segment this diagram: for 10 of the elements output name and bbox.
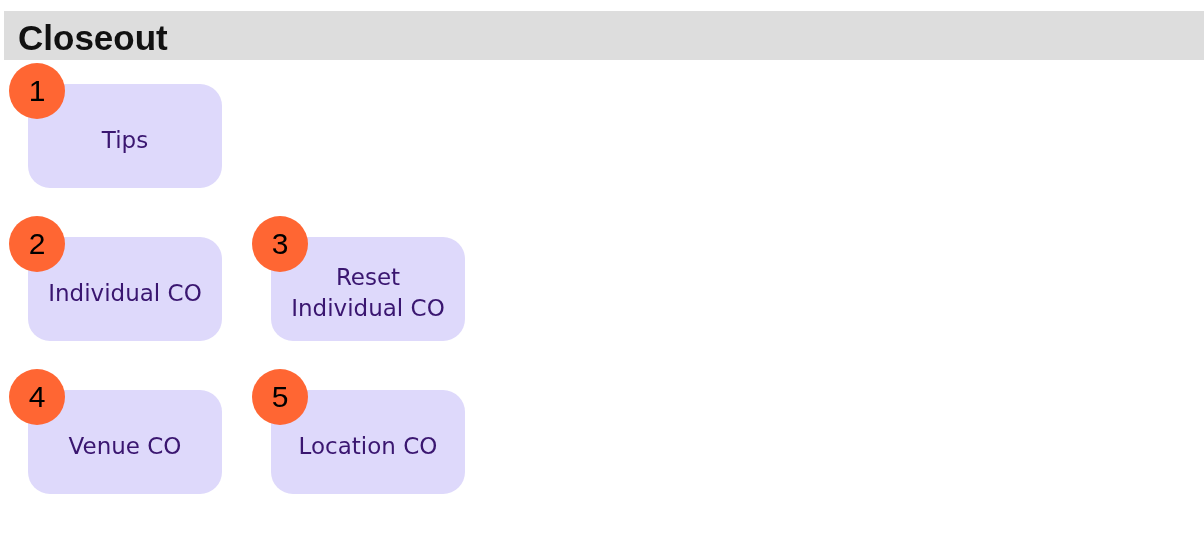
section-header: Closeout [4,11,1204,60]
number-badge: 4 [9,369,65,425]
box-label: Tips [101,125,149,155]
number-badge: 5 [252,369,308,425]
box-label: Individual CO [48,278,202,308]
number-badge: 1 [9,63,65,119]
box-label: Location CO [298,431,438,461]
number-badge: 3 [252,216,308,272]
number-badge: 2 [9,216,65,272]
box-label: Venue CO [68,431,182,461]
